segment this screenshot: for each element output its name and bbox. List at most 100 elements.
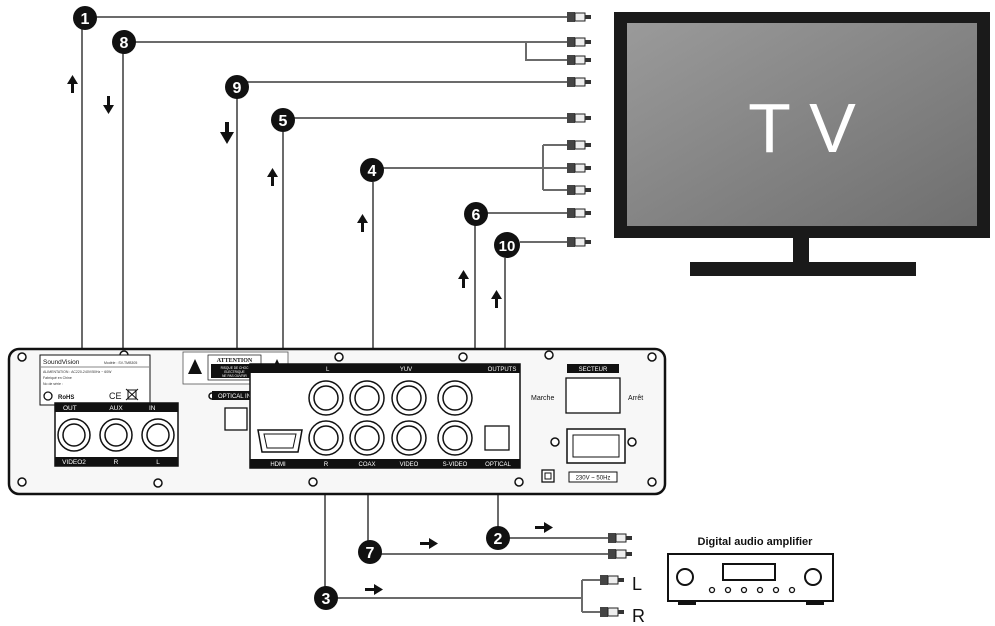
- voltage-label: 230V ~ 50Hz: [576, 476, 611, 482]
- plug-5: [567, 113, 591, 123]
- badge-6-label: 6: [472, 207, 481, 224]
- power-switch: [565, 377, 621, 414]
- outputs-block: L YUV OUTPUTS HDMI R COAX VIDEO S-VIDEO …: [249, 363, 521, 469]
- amplifier-button: [772, 586, 780, 594]
- coax-label: COAX: [358, 462, 375, 468]
- badge-10-label: 10: [499, 238, 516, 255]
- amplifier-button: [740, 586, 748, 594]
- plug-4c: [567, 185, 591, 195]
- plug-6: [567, 208, 591, 218]
- plugs: [567, 12, 632, 617]
- plug-8b: [567, 55, 591, 65]
- badge-2-label: 2: [494, 531, 503, 548]
- tv-label: T V: [748, 89, 856, 167]
- rear-panel: SoundVision Modèle : SV-TMB305 ALIMENTAT…: [7, 347, 667, 496]
- digital-audio-amplifier: Digital audio amplifier: [667, 536, 834, 605]
- badge-3-label: 3: [322, 591, 331, 608]
- model-label: Modèle : SV-TMB305: [104, 361, 137, 365]
- arrow-right-icon: [535, 522, 553, 533]
- aux-label: AUX: [109, 405, 123, 412]
- arrow-right-icon: [365, 584, 383, 595]
- badge-7: [358, 540, 382, 564]
- aux-in-label: IN: [149, 405, 156, 412]
- channel-l-label: L: [632, 574, 642, 594]
- aux-block: OUT AUX IN VIDEO2 R L: [54, 402, 179, 467]
- direction-arrows: [67, 75, 553, 595]
- badge-5-label: 5: [279, 113, 288, 130]
- badge-8-label: 8: [120, 35, 129, 52]
- arret-label: Arrêt: [628, 395, 643, 402]
- recycle-icon: [43, 391, 53, 401]
- arrow-up-icon: [491, 290, 502, 308]
- attention-title: ATTENTION: [217, 358, 253, 364]
- channel-r-label: R: [632, 606, 645, 626]
- amplifier-button: [724, 586, 732, 594]
- badge-8: [112, 30, 136, 54]
- arrow-right-icon: [420, 538, 438, 549]
- double-insulation-icon: [541, 469, 555, 483]
- out-r-label: R: [324, 462, 329, 468]
- arrow-down-icon: [220, 122, 234, 144]
- optical-in-label: OPTICAL IN: [218, 394, 251, 400]
- bin-icon: [125, 388, 139, 401]
- cable-line-8c: [525, 42, 567, 61]
- video2-label: VIDEO2: [62, 459, 86, 466]
- optical-label: OPTICAL: [485, 462, 511, 468]
- shock-warning-icon: [188, 359, 202, 374]
- aux-l-label: L: [156, 459, 160, 466]
- out-l-label: L: [326, 367, 330, 373]
- badge-4: [360, 158, 384, 182]
- arrow-up-icon: [458, 270, 469, 288]
- plug-4a: [567, 140, 591, 150]
- badge-2: [486, 526, 510, 550]
- svideo-label: S-VIDEO: [443, 462, 468, 468]
- optical-in: OPTICAL IN: [212, 391, 257, 431]
- attention-line-2: ELECTRIQUE: [224, 370, 244, 374]
- rohs-label: RoHS: [58, 395, 74, 401]
- badge-1-label: 1: [81, 11, 90, 28]
- optical-out-port: [484, 425, 510, 451]
- badge-4-label: 4: [368, 163, 377, 180]
- badge-10: [494, 232, 520, 258]
- made-in-label: Fabriqué en Chine: [43, 376, 72, 380]
- plug-7: [608, 549, 632, 559]
- aux-r-label: R: [114, 459, 119, 466]
- arrow-up-icon: [357, 214, 368, 232]
- video-label: VIDEO: [400, 462, 419, 468]
- tv-neck: [793, 238, 809, 264]
- ce-label: CE: [109, 391, 122, 401]
- marche-label: Marche: [531, 395, 554, 402]
- brand-label: SoundVision: [43, 359, 80, 366]
- badge-5: [271, 108, 295, 132]
- optical-in-port: [224, 407, 248, 431]
- arrow-up-icon: [267, 168, 278, 186]
- hdmi-port: [257, 429, 303, 453]
- selector-knob: [804, 568, 822, 586]
- plug-10: [567, 237, 591, 247]
- badge-9-label: 9: [233, 80, 242, 97]
- plug-3l: [600, 575, 624, 585]
- amplifier-button: [756, 586, 764, 594]
- plug-3r: [600, 607, 624, 617]
- amplifier-display: [722, 563, 776, 581]
- volume-knob: [676, 568, 694, 586]
- power-section: SECTEUR Marche Arrêt 230V ~ 50Hz: [531, 364, 643, 483]
- amplifier-button: [708, 586, 716, 594]
- power-info-label: ALIMENTATION : AC220-240V/50Hz ~ 60W: [43, 370, 112, 374]
- badge-7-label: 7: [366, 545, 375, 562]
- power-socket: [566, 428, 626, 464]
- plug-1: [567, 12, 591, 22]
- arrow-up-icon: [67, 75, 78, 93]
- outputs-frame: [249, 363, 521, 469]
- yuv-label: YUV: [400, 367, 412, 373]
- info-label: SoundVision Modèle : SV-TMB305 ALIMENTAT…: [39, 354, 151, 406]
- badge-6: [464, 202, 488, 226]
- badge-1: [73, 6, 97, 30]
- badge-3: [314, 586, 338, 610]
- secteur-label: SECTEUR: [579, 367, 608, 373]
- cable-lines: [81, 16, 610, 613]
- attention-line-3: NE PAS OUVRIR: [222, 374, 247, 378]
- tv-monitor: T V: [614, 12, 990, 276]
- tv-screen: [627, 23, 977, 226]
